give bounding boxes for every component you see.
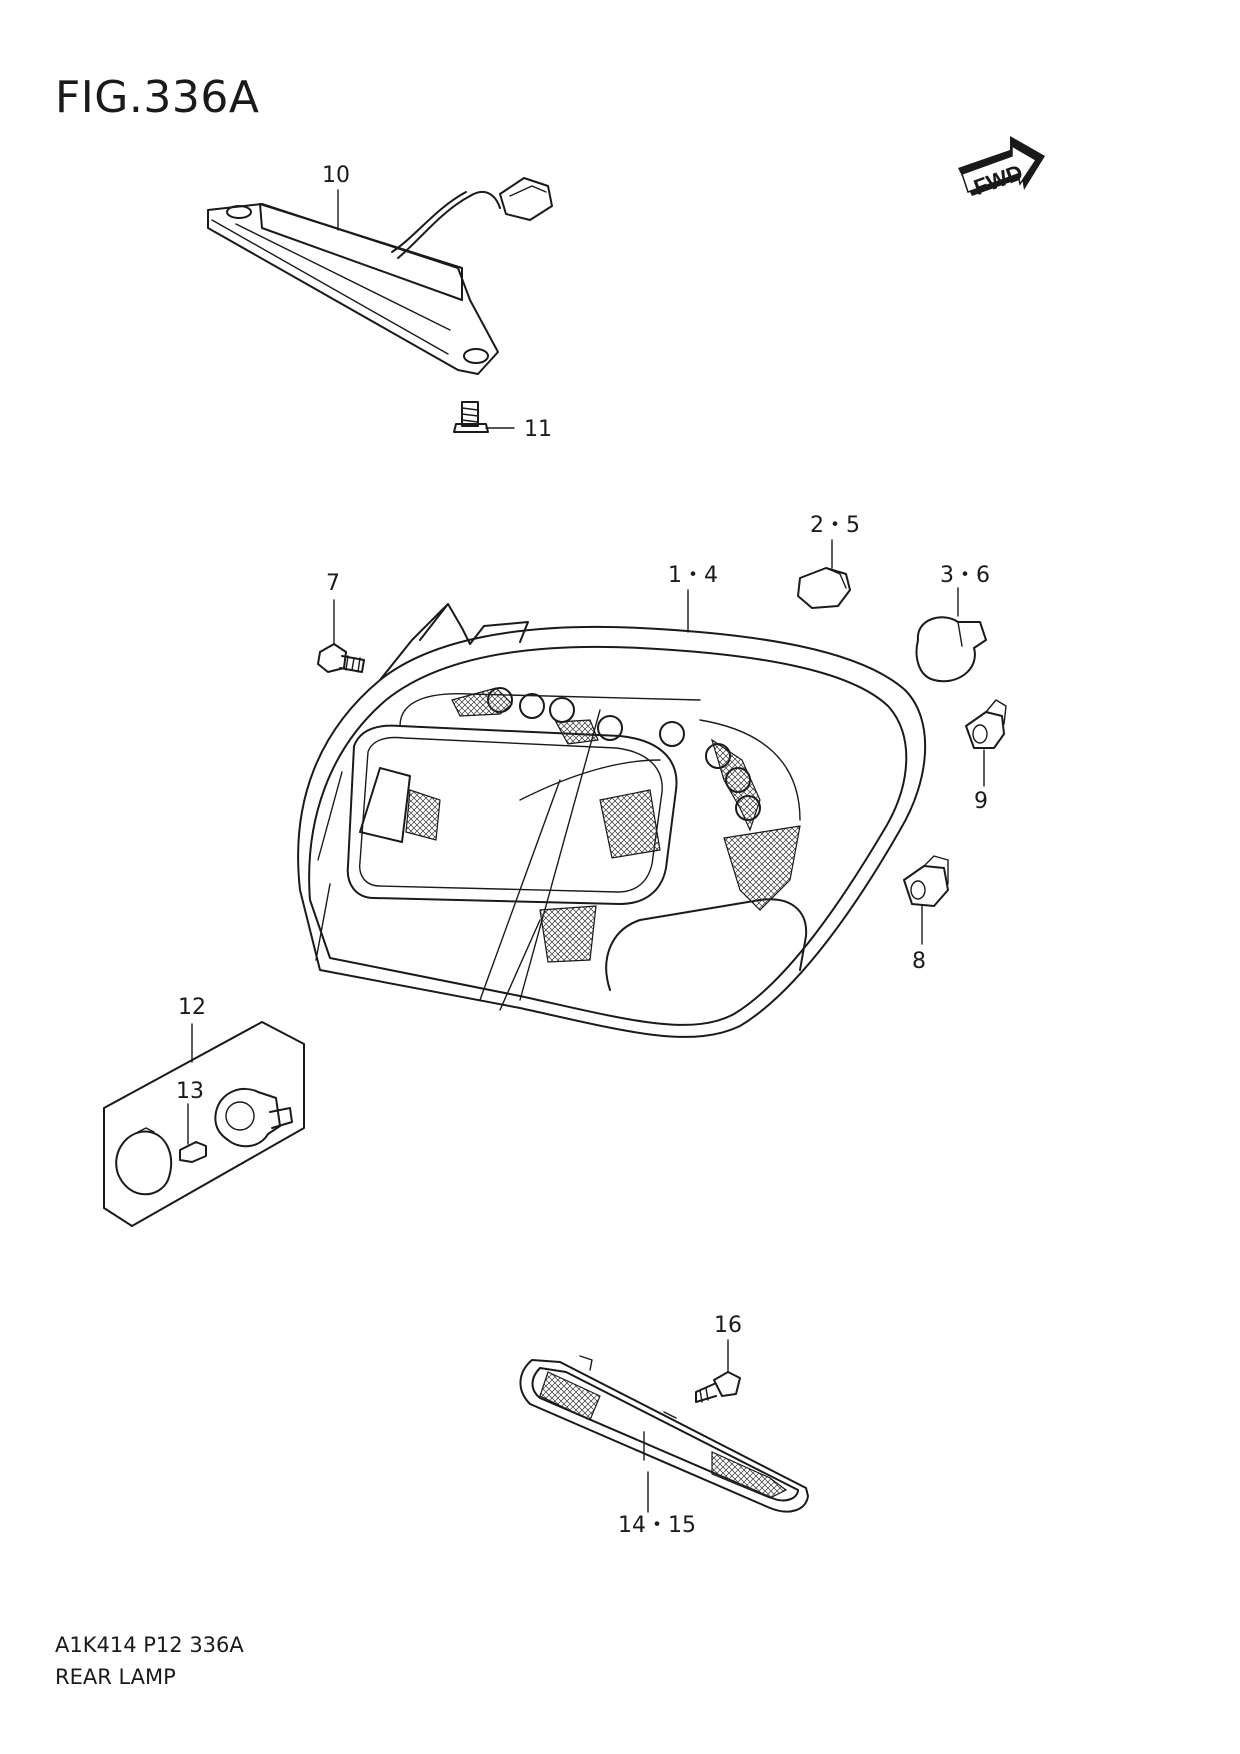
part-8-grommet — [903, 855, 949, 945]
callout-7: 7 — [326, 571, 340, 596]
part-12-socket-assembly — [103, 1021, 305, 1227]
figure-title: FIG.336A — [55, 72, 260, 123]
fwd-arrow-icon: FWD — [958, 136, 1045, 200]
part-14-15-reflector — [519, 1355, 809, 1513]
part-2-5-wedge-bulb — [797, 539, 851, 609]
part-16-screw — [695, 1339, 741, 1403]
callout-11: 11 — [524, 417, 552, 442]
callout-12: 12 — [178, 995, 206, 1020]
callout-16: 16 — [714, 1313, 742, 1338]
callout-1-4: 1・4 — [668, 563, 718, 588]
callout-9: 9 — [974, 789, 988, 814]
part-3-6-bulb — [915, 587, 987, 683]
callout-8: 8 — [912, 949, 926, 974]
callout-2-5: 2・5 — [810, 513, 860, 538]
part-9-clip — [965, 699, 1007, 787]
part-1-4-rear-combination-lamp — [297, 589, 927, 1038]
part-11-screw — [453, 401, 515, 433]
callout-13: 13 — [176, 1079, 204, 1104]
callout-14-15: 14・15 — [618, 1513, 696, 1538]
part-7-screw — [317, 599, 365, 673]
callout-10: 10 — [322, 163, 350, 188]
callout-3-6: 3・6 — [940, 563, 990, 588]
part-10-high-mount-lamp — [207, 177, 553, 375]
diagram-code: A1K414 P12 336A — [55, 1633, 244, 1657]
diagram-name: REAR LAMP — [55, 1665, 176, 1689]
